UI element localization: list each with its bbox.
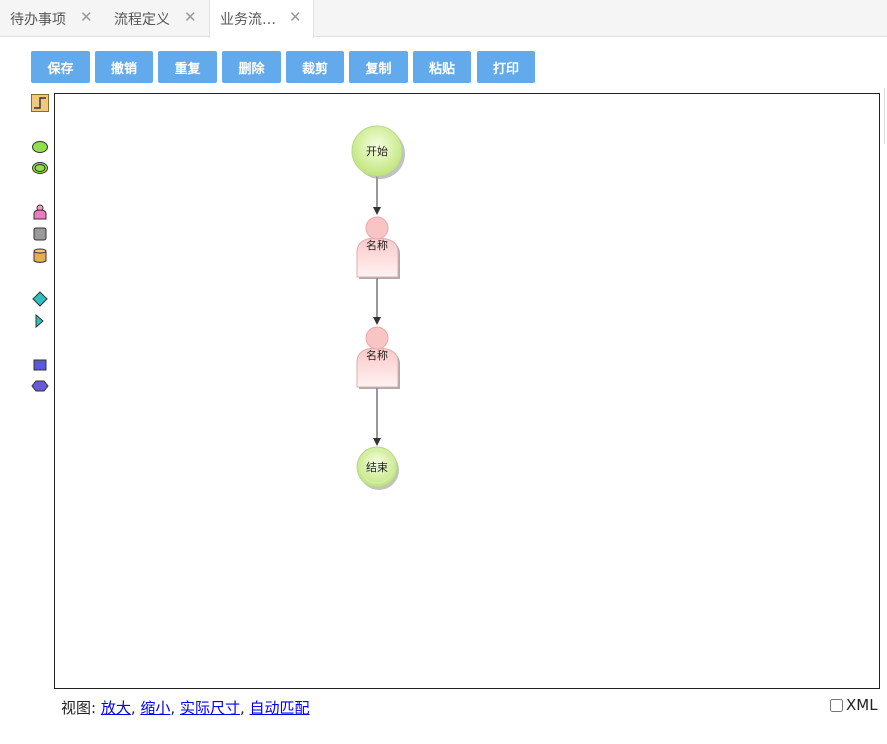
- actual-size-link[interactable]: 实际尺寸: [179, 699, 240, 717]
- task-node-label: 名称: [366, 348, 388, 362]
- rectangle-icon[interactable]: [31, 358, 49, 372]
- connector-icon[interactable]: [31, 94, 49, 112]
- tab-bar: 待办事项 ✕ 流程定义 ✕ 业务流… ✕: [0, 0, 887, 38]
- zoom-in-link[interactable]: 放大: [100, 699, 131, 717]
- view-label: 视图:: [61, 699, 97, 717]
- undo-button[interactable]: 撤销: [95, 51, 153, 83]
- view-controls: 视图: 放大, 缩小, 实际尺寸, 自动匹配: [61, 699, 310, 717]
- start-event-icon[interactable]: [31, 140, 49, 154]
- cut-button[interactable]: 裁剪: [286, 51, 344, 83]
- close-icon[interactable]: ✕: [289, 8, 302, 26]
- task-icon[interactable]: [31, 227, 49, 241]
- zoom-out-link[interactable]: 缩小: [140, 699, 171, 717]
- user-task-node[interactable]: 名称: [356, 216, 400, 279]
- delete-button[interactable]: 删除: [222, 51, 281, 83]
- close-icon[interactable]: ✕: [184, 8, 197, 26]
- tab-todo[interactable]: 待办事项 ✕: [0, 0, 104, 37]
- copy-button[interactable]: 复制: [349, 51, 408, 83]
- start-node[interactable]: 开始: [351, 125, 405, 179]
- end-node[interactable]: 结束: [356, 446, 399, 490]
- xml-toggle: XML: [830, 696, 878, 714]
- save-button[interactable]: 保存: [31, 51, 90, 83]
- redo-button[interactable]: 重复: [158, 51, 217, 83]
- tab-label: 业务流…: [220, 12, 276, 28]
- task-node-label: 名称: [366, 238, 388, 252]
- start-node-label: 开始: [366, 144, 388, 158]
- end-node-label: 结束: [366, 461, 388, 474]
- user-task-icon[interactable]: [31, 204, 49, 220]
- diagram-svg: 开始 名称 名称 结束: [351, 125, 405, 490]
- tab-process-definition[interactable]: 流程定义 ✕: [104, 0, 209, 37]
- user-task-node[interactable]: 名称: [356, 326, 400, 389]
- xml-checkbox[interactable]: [830, 698, 843, 712]
- shape-palette: [28, 94, 50, 394]
- print-button[interactable]: 打印: [477, 51, 535, 83]
- tab-business-flow[interactable]: 业务流… ✕: [209, 0, 314, 38]
- paste-button[interactable]: 粘贴: [413, 51, 471, 83]
- xml-label: XML: [846, 696, 878, 714]
- diagram-canvas[interactable]: 开始 名称 名称 结束: [54, 93, 880, 689]
- pointer-triangle-icon[interactable]: [31, 313, 49, 329]
- auto-fit-link[interactable]: 自动匹配: [249, 699, 310, 717]
- close-icon[interactable]: ✕: [80, 8, 93, 26]
- database-icon[interactable]: [31, 248, 49, 264]
- end-event-icon[interactable]: [31, 161, 49, 175]
- hexagon-icon[interactable]: [31, 379, 49, 393]
- panel-divider: [884, 88, 885, 144]
- gateway-icon[interactable]: [31, 291, 49, 307]
- tab-label: 待办事项: [10, 11, 66, 28]
- tab-label: 流程定义: [114, 11, 170, 28]
